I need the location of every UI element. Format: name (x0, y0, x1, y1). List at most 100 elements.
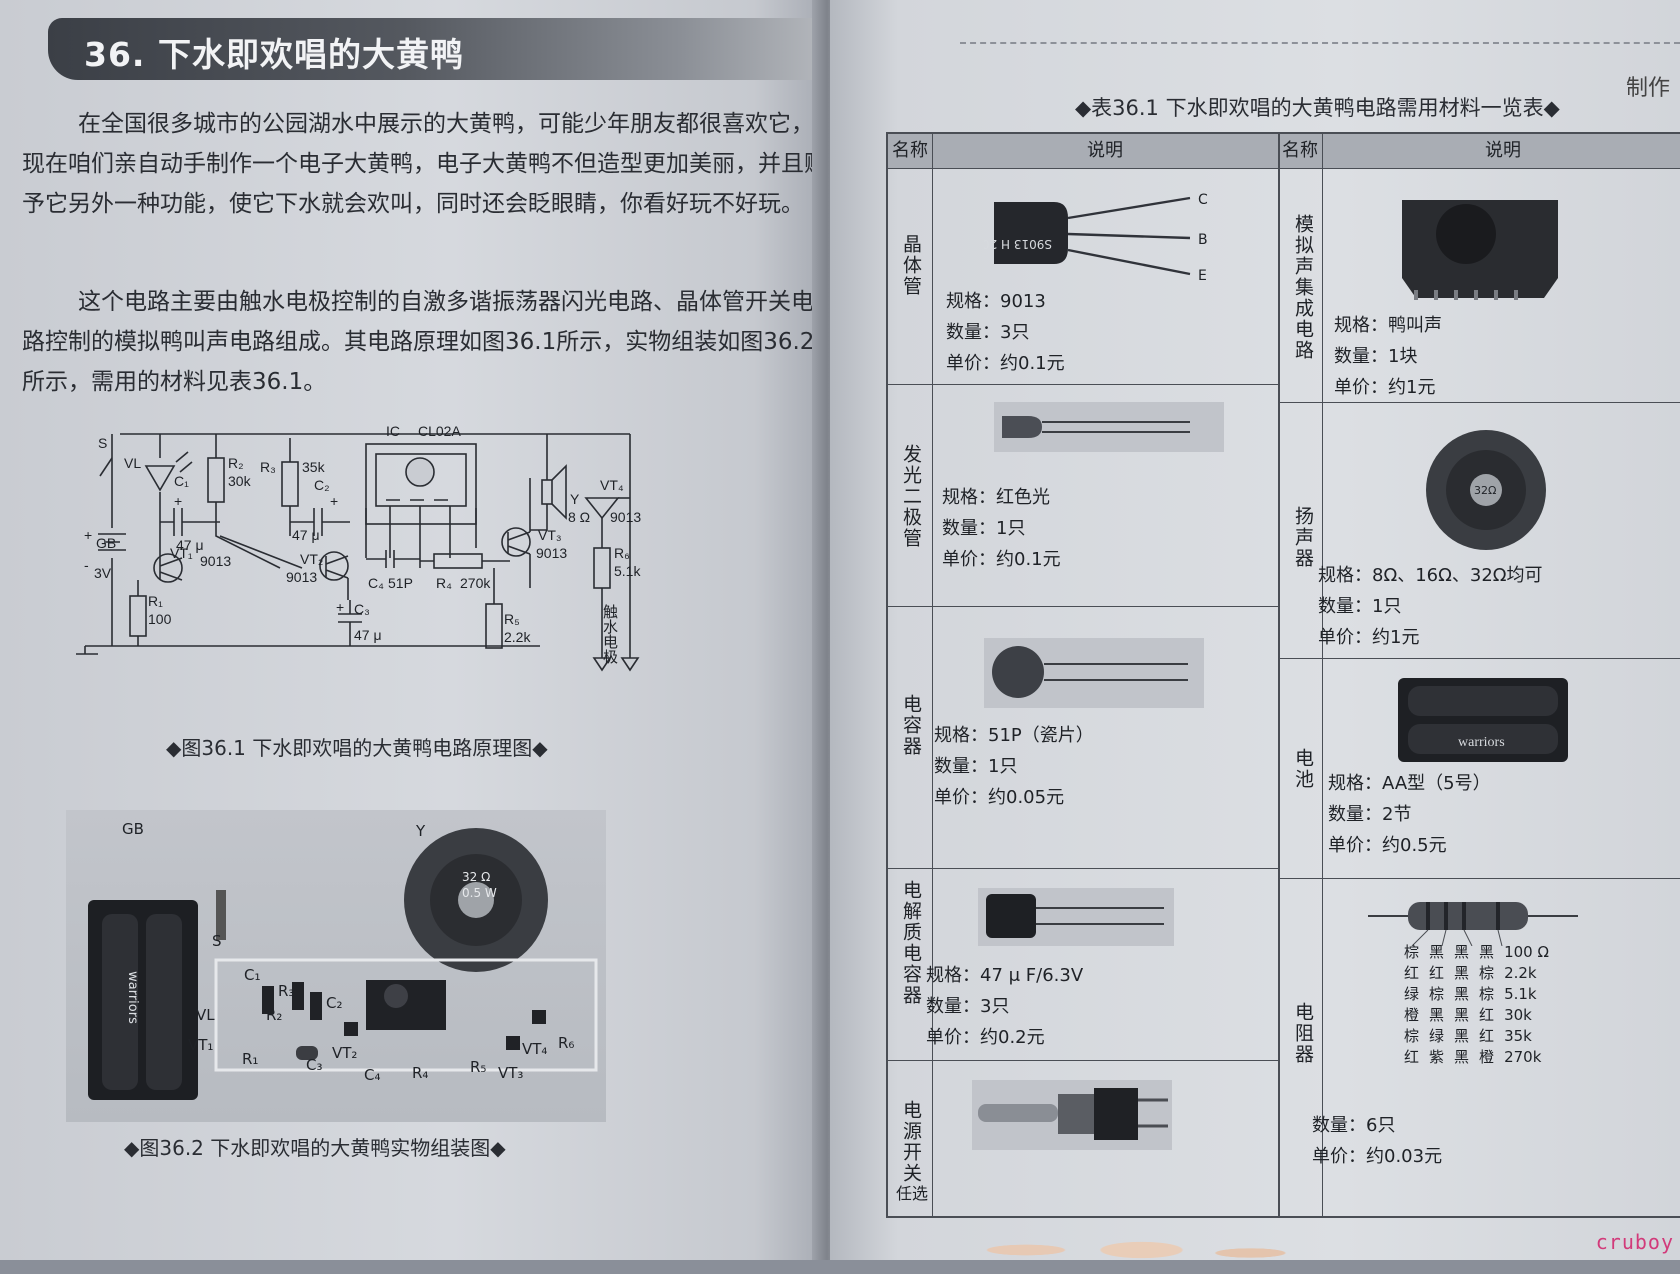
photo-label-r2: R₂ (266, 1006, 283, 1024)
header-rule (960, 42, 1680, 44)
board-wiring (214, 958, 598, 1072)
label-c3-plus: + (336, 599, 344, 615)
color-band: 棕 (1479, 964, 1495, 982)
assembly-photo: GB S Y 32 Ω 0.5 W warriors C₁ VL R₃ R₂ C… (66, 810, 606, 1122)
color-band: 红 (1429, 964, 1445, 982)
label-c1: C₁ (174, 473, 189, 489)
electrolytic-capacitor-icon (978, 888, 1174, 946)
label-probe: 触水电极 (601, 604, 619, 664)
color-band: 黑 (1479, 943, 1495, 961)
color-band: 黑 (1454, 1027, 1470, 1045)
price-line: 单价：约1元 (1318, 627, 1420, 648)
color-band: 红 (1404, 964, 1420, 982)
resistor-spec: 数量：6只 单价：约0.03元 (1312, 1110, 1442, 1172)
col-head-name-left: 名称 (888, 134, 932, 169)
spec-line: 规格：鸭叫声 (1334, 315, 1442, 336)
color-band: 黑 (1454, 964, 1470, 982)
label-gb-minus: - (84, 557, 89, 573)
photo-label-y: Y (416, 822, 426, 840)
photo-label-r1: R₁ (242, 1050, 259, 1068)
label-c4-val: 51P (388, 575, 413, 591)
photo-label-r4: R₄ (412, 1064, 429, 1082)
item-name-led: 发光二极管 (900, 444, 922, 549)
item-name-switch: 电源开关 (900, 1100, 922, 1184)
color-band: 黑 (1454, 985, 1470, 1003)
qty-line: 数量：6只 (1312, 1115, 1396, 1136)
color-band: 黑 (1454, 1006, 1470, 1024)
photo-label-c1: C₁ (244, 966, 261, 984)
color-band: 红 (1479, 1027, 1495, 1045)
pin-b-label: B (1198, 232, 1208, 248)
ceramic-capacitor-icon (984, 638, 1204, 708)
photo-label-c4: C₄ (364, 1066, 381, 1084)
color-band: 黑 (1429, 1006, 1445, 1024)
color-band: 黑 (1454, 943, 1470, 961)
resistance-value: 270k (1504, 1048, 1542, 1066)
price-line: 单价：约0.5元 (1328, 835, 1447, 856)
running-head: 制作 (1625, 76, 1670, 101)
label-c4: C₄ (368, 575, 384, 591)
label-r4-val: 270k (460, 575, 491, 591)
circuit-schematic: IC CL02A VL C₁ + 47 μ R₂ 30k R₃ 35k C₂ +… (76, 423, 641, 672)
qty-line: 数量：1只 (934, 756, 1018, 777)
sound-ic-icon (1402, 200, 1558, 300)
col-head-desc-left: 说明 (932, 134, 1278, 169)
grid-hline (1278, 878, 1680, 879)
qty-line: 数量：3只 (946, 322, 1030, 343)
label-c3: C₃ (354, 601, 370, 617)
battery-icon: warriors (1398, 678, 1568, 762)
photo-label-r3: R₃ (278, 982, 295, 1000)
battery-brand-text: warriors (1458, 735, 1505, 750)
price-line: 单价：约0.05元 (934, 787, 1065, 808)
label-r5-val: 2.2k (504, 629, 531, 645)
power-switch-icon (972, 1080, 1172, 1150)
materials-table: 名称 说明 名称 说明 晶体管 S9013 H 208 C B E 规格：901… (886, 132, 1680, 1218)
photo-label-vt3: VT₃ (498, 1064, 524, 1082)
qty-line: 数量：2节 (1328, 804, 1412, 825)
label-y-val: 8 Ω (568, 509, 590, 525)
photo-label-s: S (212, 932, 222, 950)
label-vt3-val: 9013 (536, 545, 567, 561)
color-band: 紫 (1429, 1048, 1445, 1066)
circuit-paragraph: 这个电路主要由触水电极控制的自激多谐振荡器闪光电路、晶体管开关电路控制的模拟鸭叫… (22, 289, 815, 395)
label-y: Y (570, 491, 580, 507)
grid-vline (1278, 134, 1280, 1216)
label-r2-val: 30k (228, 473, 252, 489)
led-spec: 规格：红色光 数量：1只 单价：约0.1元 (942, 482, 1061, 575)
grid-vline (932, 134, 933, 1216)
battery-spec: 规格：AA型（5号） 数量：2节 单价：约0.5元 (1328, 768, 1491, 861)
resistance-value: 2.2k (1504, 964, 1537, 982)
photo-label-vt1: VT₁ (188, 1036, 214, 1054)
label-vt3: VT₃ (538, 527, 562, 543)
resistance-value: 5.1k (1504, 985, 1537, 1003)
led-icon (994, 402, 1224, 452)
item-name-capacitor: 电容器 (900, 694, 922, 757)
label-r6-val: 5.1k (614, 563, 641, 579)
battery-brand-label: warriors (124, 971, 140, 1024)
color-band: 黑 (1429, 943, 1445, 961)
spec-line: 规格：8Ω、16Ω、32Ω均可 (1318, 565, 1543, 586)
resistance-value: 30k (1504, 1006, 1532, 1024)
table-title: ◆表36.1 下水即欢唱的大黄鸭电路需用材料一览表◆ (1075, 96, 1560, 120)
photo-label-c2: C₂ (326, 994, 343, 1012)
label-r2: R₂ (228, 455, 244, 471)
label-c1-plus: + (174, 493, 182, 509)
label-gb-plus: + (84, 527, 92, 543)
grid-vline (1322, 134, 1323, 1216)
price-line: 单价：约0.03元 (1312, 1146, 1443, 1167)
electrolytic-spec: 规格：47 μ F/6.3V 数量：3只 单价：约0.2元 (926, 960, 1083, 1053)
grid-hline (888, 606, 1278, 607)
switch-lever (99, 457, 113, 477)
qty-line: 数量：1块 (1334, 346, 1418, 367)
label-vt2: VT₂ (300, 551, 323, 567)
label-c1-val: 47 μ (176, 537, 204, 553)
color-band: 橙 (1479, 1048, 1495, 1066)
sound-chip (366, 980, 446, 1030)
resistance-value: 100 Ω (1504, 943, 1549, 961)
photo-label-r5: R₅ (470, 1058, 487, 1076)
grid-hline (1278, 658, 1680, 659)
